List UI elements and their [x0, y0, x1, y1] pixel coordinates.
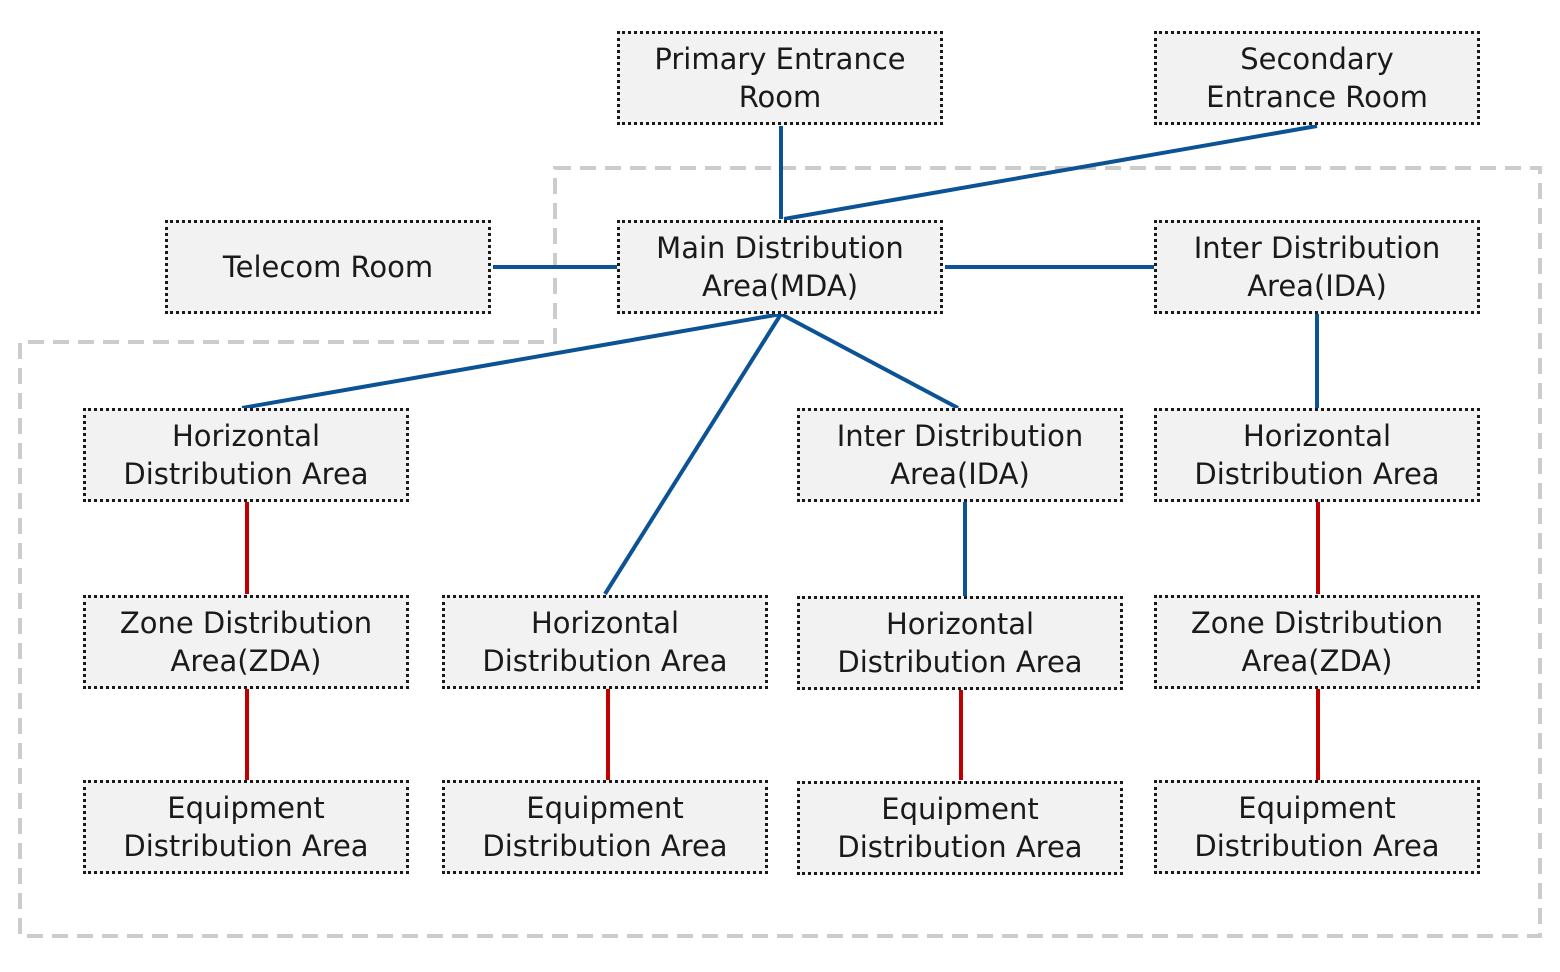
eda-2-label: Equipment Distribution Area	[482, 791, 728, 863]
link-secondary-entrance-to-mda	[783, 124, 1318, 221]
backbone-cabling	[241, 124, 1319, 596]
telecom-room-box: Telecom Room	[165, 220, 491, 314]
horizontal-cabling	[245, 502, 1320, 780]
eda-1-box: Equipment Distribution Area	[83, 780, 409, 874]
hda-right-label: Horizontal Distribution Area	[1194, 419, 1440, 491]
ida-mid-label: Inter Distribution Area(IDA)	[836, 419, 1084, 491]
hda-center-label: Horizontal Distribution Area	[482, 606, 728, 678]
hda-mid-box: Horizontal Distribution Area	[797, 596, 1123, 690]
zda-left-label: Zone Distribution Area(ZDA)	[119, 606, 373, 678]
zda-right-label: Zone Distribution Area(ZDA)	[1190, 606, 1444, 678]
secondary-entrance-room-label: Secondary Entrance Room	[1206, 42, 1428, 114]
eda-4-label: Equipment Distribution Area	[1194, 791, 1440, 863]
hda-right-box: Horizontal Distribution Area	[1154, 408, 1480, 502]
hda-center-box: Horizontal Distribution Area	[442, 595, 768, 689]
secondary-entrance-room-box: Secondary Entrance Room	[1154, 31, 1480, 125]
data-center-zone-outline	[18, 166, 1542, 938]
telecom-room-label: Telecom Room	[222, 250, 434, 284]
zda-right-box: Zone Distribution Area(ZDA)	[1154, 595, 1480, 689]
primary-entrance-room-box: Primary Entrance Room	[617, 31, 943, 125]
link-mda-to-ida-mid	[780, 312, 959, 410]
hda-left-box: Horizontal Distribution Area	[83, 408, 409, 502]
mda-box: Main Distribution Area(MDA)	[617, 220, 943, 314]
eda-4-box: Equipment Distribution Area	[1154, 780, 1480, 874]
ida-right-box: Inter Distribution Area(IDA)	[1154, 220, 1480, 314]
primary-entrance-room-label: Primary Entrance Room	[654, 42, 906, 114]
hda-left-label: Horizontal Distribution Area	[123, 419, 369, 491]
link-mda-to-hda-center	[603, 312, 783, 596]
mda-label: Main Distribution Area(MDA)	[656, 231, 904, 303]
eda-3-label: Equipment Distribution Area	[837, 792, 1083, 864]
eda-3-box: Equipment Distribution Area	[797, 781, 1123, 875]
zda-left-box: Zone Distribution Area(ZDA)	[83, 595, 409, 689]
eda-1-label: Equipment Distribution Area	[123, 791, 369, 863]
eda-2-box: Equipment Distribution Area	[442, 780, 768, 874]
link-mda-to-hda-left	[241, 312, 782, 410]
hda-mid-label: Horizontal Distribution Area	[837, 607, 1083, 679]
ida-mid-box: Inter Distribution Area(IDA)	[797, 408, 1123, 502]
ida-right-label: Inter Distribution Area(IDA)	[1193, 231, 1441, 303]
